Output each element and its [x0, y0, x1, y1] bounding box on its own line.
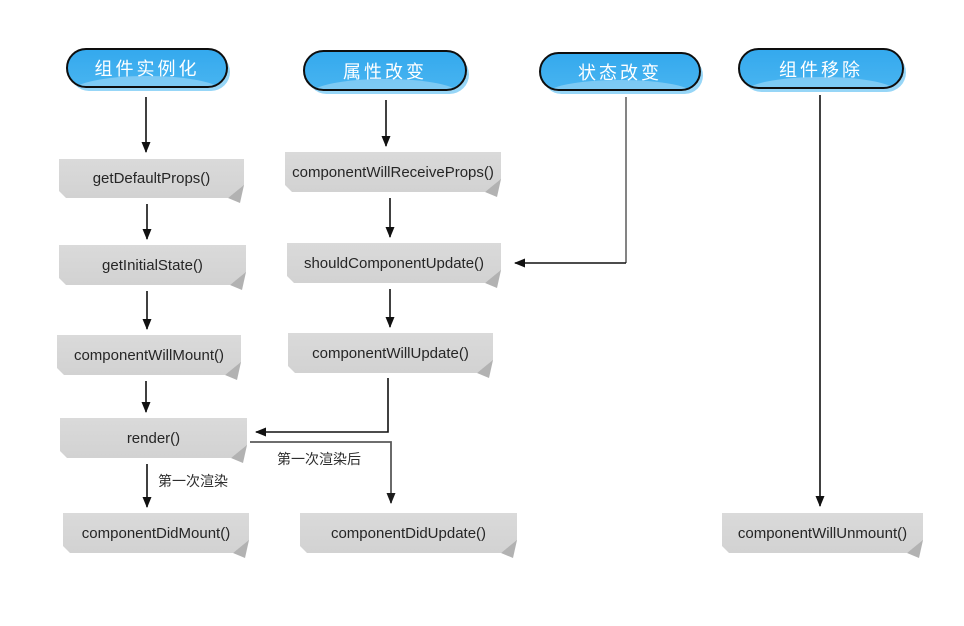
box-label: componentWillUpdate() [312, 344, 469, 362]
pill-component-remove: 组件移除 [738, 48, 904, 89]
box-componentWillReceiveProps: componentWillReceiveProps() [285, 152, 501, 197]
box-label: componentWillMount() [73, 346, 225, 364]
pill-label: 状态改变 [578, 62, 662, 83]
pill-gloss [744, 77, 898, 87]
box-bg [722, 513, 923, 553]
box-label: getDefaultProps() [92, 170, 211, 187]
pill-gloss [545, 79, 695, 89]
pill-props-change: 属性改变 [303, 50, 467, 91]
box-bg [57, 335, 241, 375]
box-render: render() [60, 418, 247, 463]
box-label: componentWillUnmount() [737, 524, 908, 542]
pill-component-instantiation: 组件实例化 [66, 48, 228, 88]
pill-state-change: 状态改变 [539, 52, 701, 91]
box-label: getInitialState() [102, 256, 203, 274]
box-bg [60, 418, 247, 458]
box-label: componentDidMount() [81, 524, 231, 542]
box-shouldComponentUpdate: shouldComponentUpdate() [287, 243, 501, 288]
box-bg [59, 245, 246, 285]
box-label: componentWillReceiveProps() [292, 163, 494, 181]
box-bg [300, 513, 517, 553]
box-label: render() [126, 429, 181, 447]
box-bg [285, 152, 501, 192]
box-label: shouldComponentUpdate() [303, 254, 485, 272]
box-componentDidUpdate: componentDidUpdate() [300, 513, 517, 558]
edge-label-first-render: 第一次渲染 [158, 473, 228, 489]
box-label: componentDidUpdate() [330, 524, 487, 542]
box-componentDidMount: componentDidMount() [63, 513, 249, 558]
box-getInitialState: getInitialState() [59, 245, 246, 290]
box-componentWillUnmount: componentWillUnmount() [722, 513, 923, 558]
box-bg [287, 243, 501, 283]
box-componentWillUpdate: componentWillUpdate() [288, 333, 493, 378]
box-bg [59, 159, 244, 198]
pill-label: 属性改变 [343, 61, 427, 82]
box-componentWillMount: componentWillMount() [57, 335, 241, 380]
pill-label: 组件实例化 [94, 59, 200, 79]
pill-gloss [72, 76, 222, 86]
box-bg [63, 513, 249, 553]
box-getDefaultProps: getDefaultProps() [59, 159, 244, 203]
pill-gloss [309, 79, 461, 89]
pill-label: 组件移除 [779, 59, 863, 80]
box-bg [288, 333, 493, 373]
edge-label-after-first-render: 第一次渲染后 [277, 451, 361, 467]
